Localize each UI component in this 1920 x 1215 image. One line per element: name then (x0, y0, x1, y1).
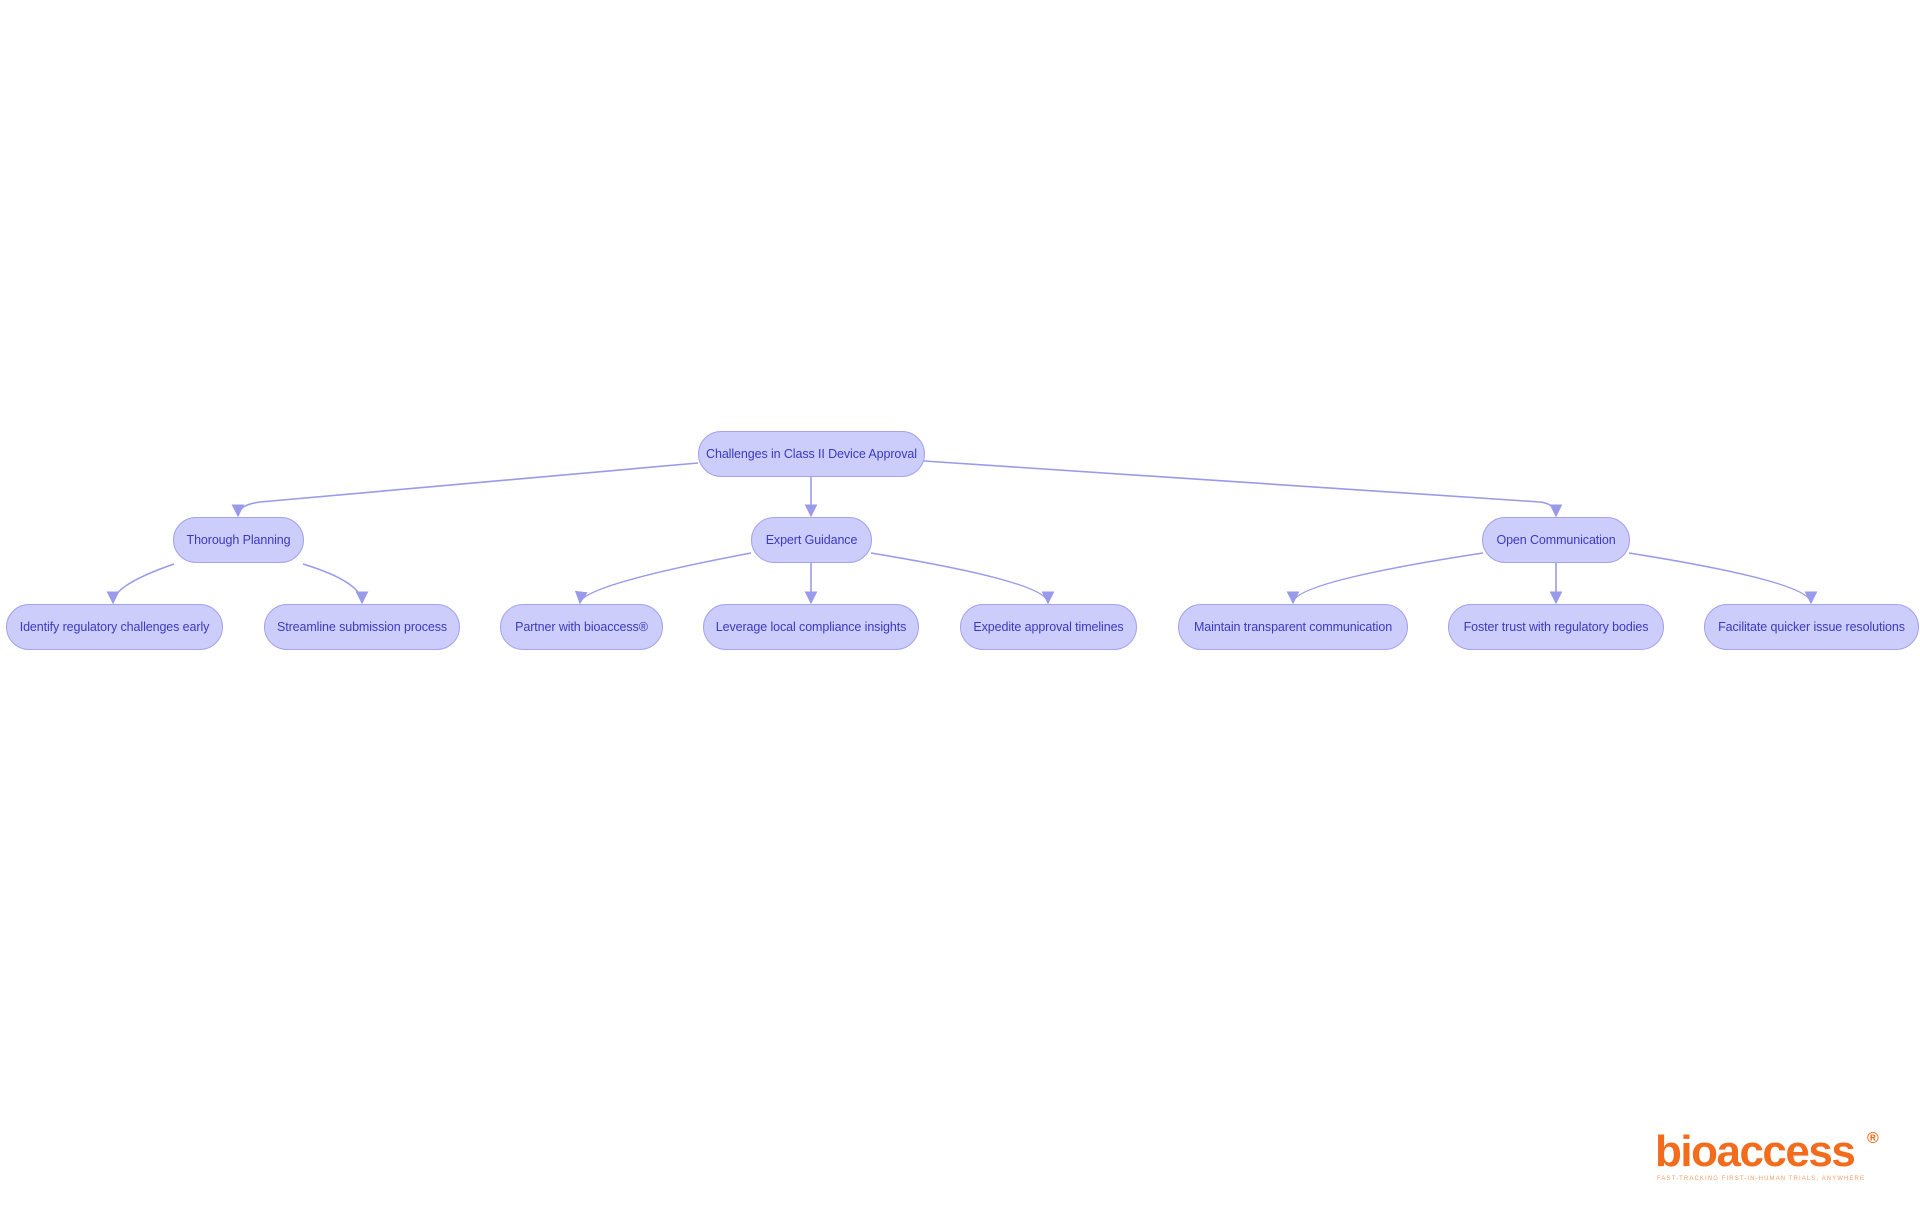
logo-registered-mark: ® (1867, 1130, 1879, 1147)
edge-planning-streamline (302, 563, 369, 605)
edge-communication-facilitate (1628, 552, 1818, 605)
leaf-node-maintain-communication[interactable]: Maintain transparent communication (1178, 604, 1408, 650)
leaf-node-label: Maintain transparent communication (1193, 620, 1393, 634)
leaf-node-label: Expedite approval timelines (973, 620, 1124, 634)
branch-node-label: Expert Guidance (765, 533, 858, 547)
edge-guidance-partner (574, 552, 752, 605)
leaf-node-label: Facilitate quicker issue resolutions (1718, 620, 1905, 634)
logo-tagline: FAST-TRACKING FIRST-IN-HUMAN TRIALS, ANY… (1657, 1176, 1866, 1182)
branch-node-open-communication[interactable]: Open Communication (1482, 517, 1630, 563)
branch-node-expert-guidance[interactable]: Expert Guidance (751, 517, 872, 563)
logo-wordmark: bioaccess (1655, 1127, 1856, 1176)
edge-guidance-expedite (870, 552, 1055, 605)
leaf-node-foster-trust[interactable]: Foster trust with regulatory bodies (1448, 604, 1664, 650)
leaf-node-label: Foster trust with regulatory bodies (1463, 620, 1649, 634)
root-node[interactable]: Challenges in Class II Device Approval (698, 431, 925, 477)
leaf-node-label: Identify regulatory challenges early (19, 620, 210, 634)
edge-root-open-communication (923, 460, 1563, 518)
branch-node-label: Open Communication (1496, 533, 1616, 547)
edge-communication-maintain (1286, 552, 1484, 605)
leaf-node-label: Partner with bioaccess® (515, 620, 648, 634)
leaf-node-label: Streamline submission process (276, 620, 448, 634)
branch-node-label: Thorough Planning (186, 533, 291, 547)
bioaccess-logo: bioaccess ® FAST-TRACKING FIRST-IN-HUMAN… (1655, 1128, 1895, 1186)
branch-node-thorough-planning[interactable]: Thorough Planning (173, 517, 304, 563)
leaf-node-partner-bioaccess[interactable]: Partner with bioaccess® (500, 604, 663, 650)
leaf-node-identify-challenges[interactable]: Identify regulatory challenges early (6, 604, 223, 650)
edge-root-thorough-planning (231, 462, 699, 518)
leaf-node-facilitate-resolutions[interactable]: Facilitate quicker issue resolutions (1704, 604, 1919, 650)
leaf-node-expedite-timelines[interactable]: Expedite approval timelines (960, 604, 1137, 650)
leaf-node-leverage-insights[interactable]: Leverage local compliance insights (703, 604, 919, 650)
leaf-node-label: Leverage local compliance insights (715, 620, 907, 634)
leaf-node-streamline-submission[interactable]: Streamline submission process (264, 604, 460, 650)
edge-planning-identify (106, 563, 175, 605)
root-node-label: Challenges in Class II Device Approval (706, 447, 917, 461)
